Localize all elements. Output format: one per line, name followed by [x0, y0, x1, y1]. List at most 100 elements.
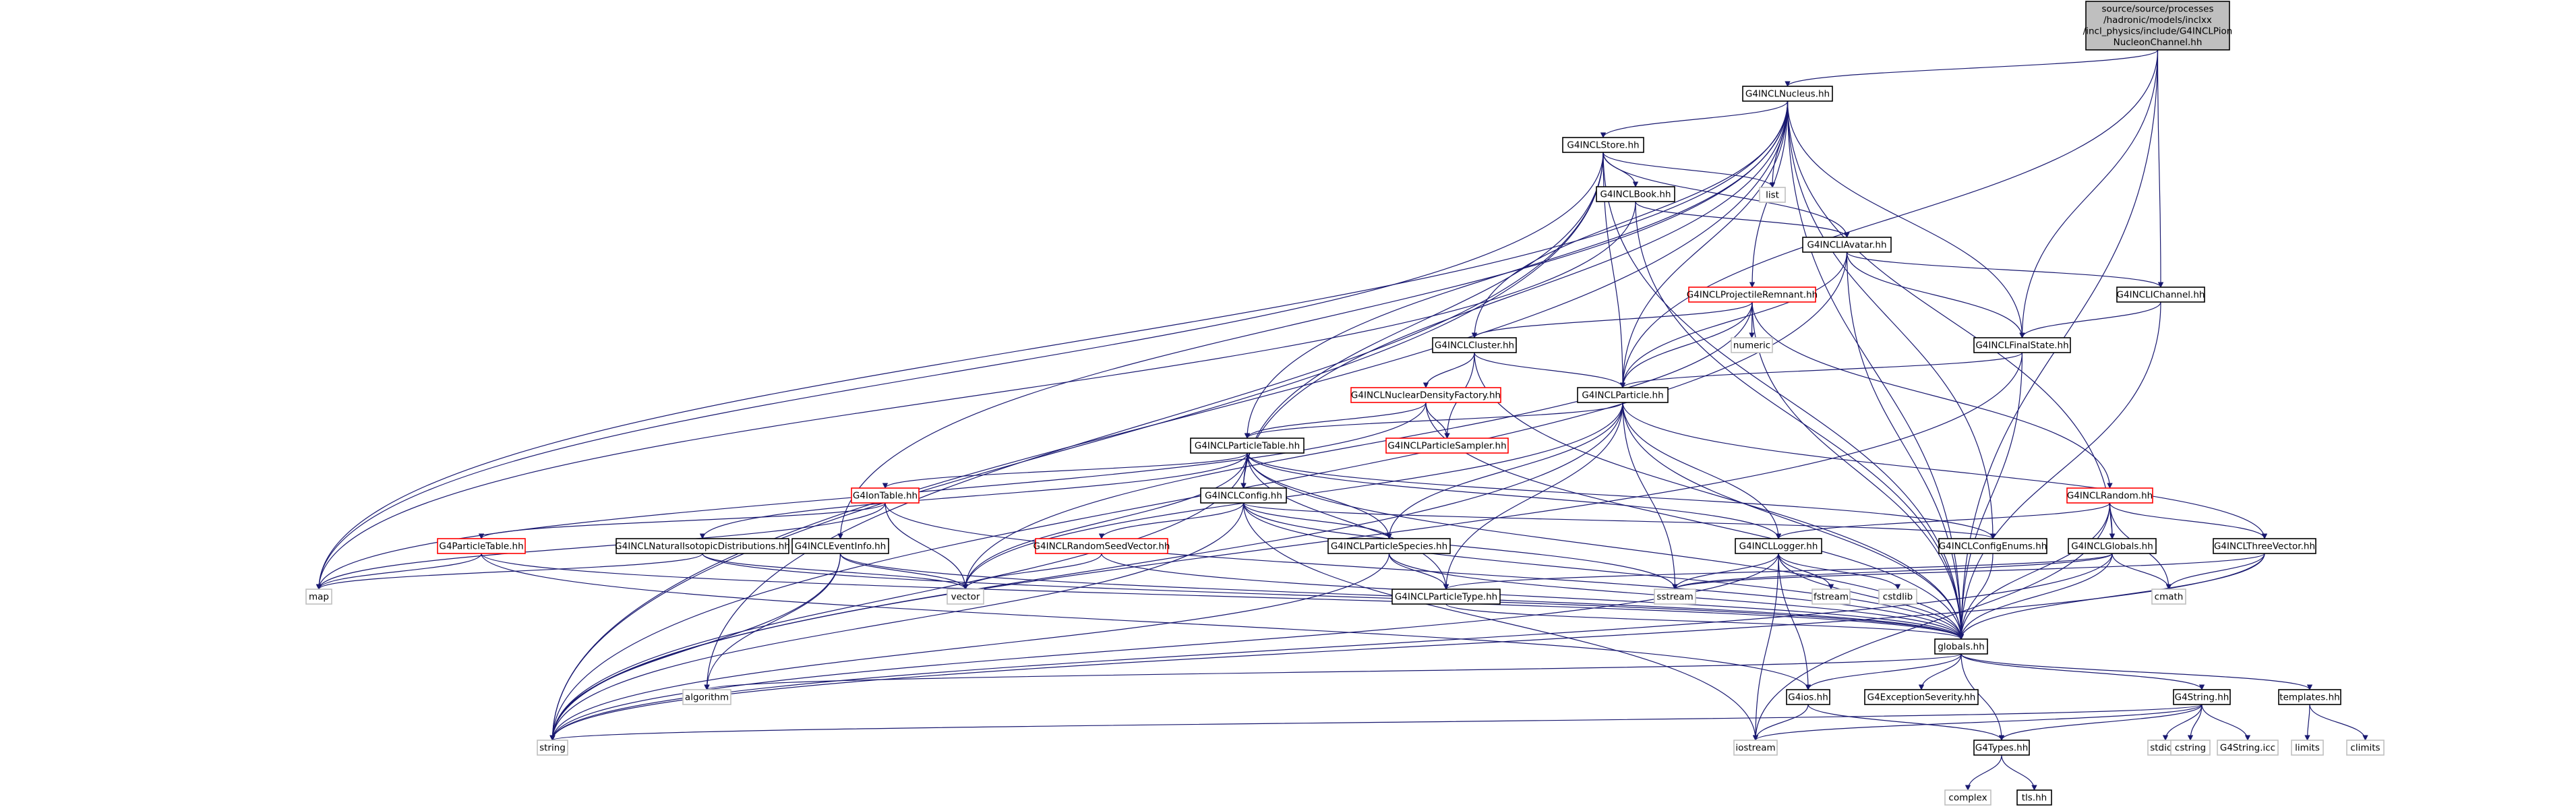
edge-arrow [1846, 251, 2025, 338]
edge-arrow [1619, 100, 1789, 388]
node-box [1735, 538, 1822, 554]
edge-arrow [1247, 452, 1449, 590]
edge-config-to-cfgenums [1242, 502, 1996, 539]
edge-pspecies-to-string [549, 553, 1390, 741]
node-g4inclthreevector-hh[interactable]: G4INCLThreeVector.hh [2213, 538, 2316, 554]
node-g4incliavatar-hh[interactable]: G4INCLIAvatar.hh [1802, 237, 1892, 253]
node-g4particletable-hh[interactable]: G4ParticleTable.hh [437, 538, 526, 554]
node-g4incllogger-hh[interactable]: G4INCLLogger.hh [1735, 538, 1822, 554]
edge-arrow [549, 452, 1248, 741]
edge-arrow [1846, 251, 1965, 640]
edge-arrow [1240, 100, 1789, 489]
edge-threevec-to-cmath [2165, 553, 2265, 590]
node-g4exceptionseverity-hh[interactable]: G4ExceptionSeverity.hh [1864, 689, 1979, 705]
node-g4inclparticletype-hh[interactable]: G4INCLParticleType.hh [1391, 589, 1501, 605]
edge-config-to-iostream [1242, 502, 1759, 741]
edge-arrow [1602, 152, 1850, 238]
node-g4inclnucleus-hh[interactable]: G4INCLNucleus.hh [1742, 86, 1833, 102]
node-box [1327, 538, 1451, 554]
edge-arrow [1619, 301, 1753, 388]
edge-arrow [1958, 553, 2265, 640]
edge-arrow [962, 553, 1102, 590]
node-label: G4INCLParticleType.hh [1395, 591, 1497, 602]
node-g4inclconfig-hh[interactable]: G4INCLConfig.hh [1200, 487, 1287, 504]
edge-templates-to-climits [2309, 704, 2368, 741]
node-g4inclfinalstate-hh[interactable]: G4INCLFinalState.hh [1973, 337, 2071, 353]
edge-globals-to-string [549, 553, 2113, 741]
edge-natiso-to-vector [702, 553, 969, 590]
node-source-source-processes-hadronic-models-inclxx-incl-physics-include-g4inclpion-nucleonchannel-hh[interactable]: source/source/processes/hadronic/models/… [2083, 1, 2233, 51]
edge-ichannel-to-finalstate [2019, 301, 2161, 338]
edge-arrow [549, 502, 1245, 741]
edge-arrow [704, 553, 841, 690]
node-g4inclcluster-hh[interactable]: G4INCLCluster.hh [1432, 337, 1517, 353]
node-g4inclprojectileremnant-hh[interactable]: G4INCLProjectileRemnant.hh [1687, 287, 1818, 303]
node-g4inclrandomseedvector-hh[interactable]: G4INCLRandomSeedVector.hh [1034, 538, 1170, 554]
node-label: G4INCLLogger.hh [1739, 541, 1818, 551]
node-label: map [309, 591, 329, 602]
edge-arrow [481, 553, 1964, 640]
node-label: G4INCLProjectileRemnant.hh [1687, 289, 1818, 300]
edge-arrow [1602, 152, 1776, 188]
edge-arrow [1619, 352, 2023, 388]
edge-ptable-to-iontable [882, 452, 1248, 489]
node-g4inclparticle-hh[interactable]: G4INCLParticle.hh [1577, 387, 1669, 403]
node-box [1802, 237, 1892, 253]
edge-nucleus-to-eventinfo [837, 100, 1789, 539]
node-g4types-hh[interactable]: G4Types.hh [1973, 740, 2030, 756]
edge-ptable-to-ptype [1247, 452, 1449, 590]
edge-arrow [2001, 754, 2037, 791]
edge-globalshh-to-g4string [1960, 653, 2205, 690]
edge-arrow [2187, 704, 2203, 741]
node-globals-hh[interactable]: globals.hh [1934, 638, 1988, 655]
node-g4inclparticletable-hh[interactable]: G4INCLParticleTable.hh [1190, 438, 1305, 454]
edge-store-to-algorithm [704, 152, 1604, 690]
edge-nucleus-to-map [316, 100, 1789, 590]
node-g4inclrandom-hh[interactable]: G4INCLRandom.hh [2066, 487, 2153, 504]
node-g4inclbook-hh[interactable]: G4INCLBook.hh [1596, 186, 1675, 202]
node-g4inclparticlespecies-hh[interactable]: G4INCLParticleSpecies.hh [1327, 538, 1451, 554]
node-label: G4INCLParticleTable.hh [1195, 440, 1300, 451]
node-complex: complex [1944, 789, 1991, 806]
node-label: templates.hh [2279, 692, 2339, 702]
node-templates-hh[interactable]: templates.hh [2278, 689, 2341, 705]
node-g4string-hh[interactable]: G4String.hh [2173, 689, 2231, 705]
edge-g4string-to-iostream [1752, 704, 2203, 741]
node-label: complex [1948, 792, 1987, 803]
node-g4inclichannel-hh[interactable]: G4INCLIChannel.hh [2116, 287, 2205, 303]
edge-nucleus-to-globalshh [1787, 100, 1965, 640]
edge-config-to-sstream [1242, 502, 1678, 590]
node-box [305, 589, 332, 605]
edge-arrow [316, 502, 886, 590]
node-g4incleventinfo-hh[interactable]: G4INCLEventInfo.hh [791, 538, 889, 554]
node-g4inclglobals-hh[interactable]: G4INCLGlobals.hh [2068, 538, 2157, 554]
edge-iontable-to-map [316, 502, 886, 590]
edge-threevec-to-sstream [1672, 553, 2265, 590]
edge-random-to-threevec [2109, 502, 2268, 539]
edge-nucleus-to-config [1240, 100, 1789, 489]
edge-store-to-list [1602, 152, 1776, 188]
node-label: climits [2350, 742, 2380, 753]
edge-projrem-to-globalshh [1751, 301, 1965, 640]
node-layer: source/source/processes/hadronic/models/… [305, 1, 2385, 806]
edge-iavatar-to-ichannel [1846, 251, 2164, 288]
node-g4ios-hh[interactable]: G4ios.hh [1786, 689, 1830, 705]
edge-root-to-particle [1619, 49, 2159, 388]
node-g4inclconfigenums-hh[interactable]: G4INCLConfigEnums.hh [1938, 538, 2047, 554]
node-label: NucleonChannel.hh [2114, 37, 2203, 48]
node-tls-hh[interactable]: tls.hh [2016, 789, 2052, 806]
edge-threevec-to-string [549, 553, 2265, 741]
node-g4inclnaturalisotopicdistributions-hh[interactable]: G4INCLNaturalIsotopicDistributions.hh [615, 538, 790, 554]
edge-arrow [316, 100, 1789, 590]
edge-arrow [1388, 553, 1449, 590]
node-g4inclparticlesampler-hh[interactable]: G4INCLParticleSampler.hh [1385, 438, 1509, 454]
node-box [2016, 789, 2052, 806]
edge-book-to-map [316, 201, 1636, 590]
node-label: G4ParticleTable.hh [439, 541, 523, 551]
node-label: G4INCLNaturalIsotopicDistributions.hh [615, 541, 790, 551]
edge-arrow [837, 100, 1789, 539]
node-g4iontable-hh[interactable]: G4IonTable.hh [851, 487, 920, 504]
edge-arrow [1244, 402, 1623, 439]
node-g4inclstore-hh[interactable]: G4INCLStore.hh [1562, 137, 1644, 153]
node-g4inclnucleardensityfactory-hh[interactable]: G4INCLNuclearDensityFactory.hh [1350, 387, 1501, 403]
